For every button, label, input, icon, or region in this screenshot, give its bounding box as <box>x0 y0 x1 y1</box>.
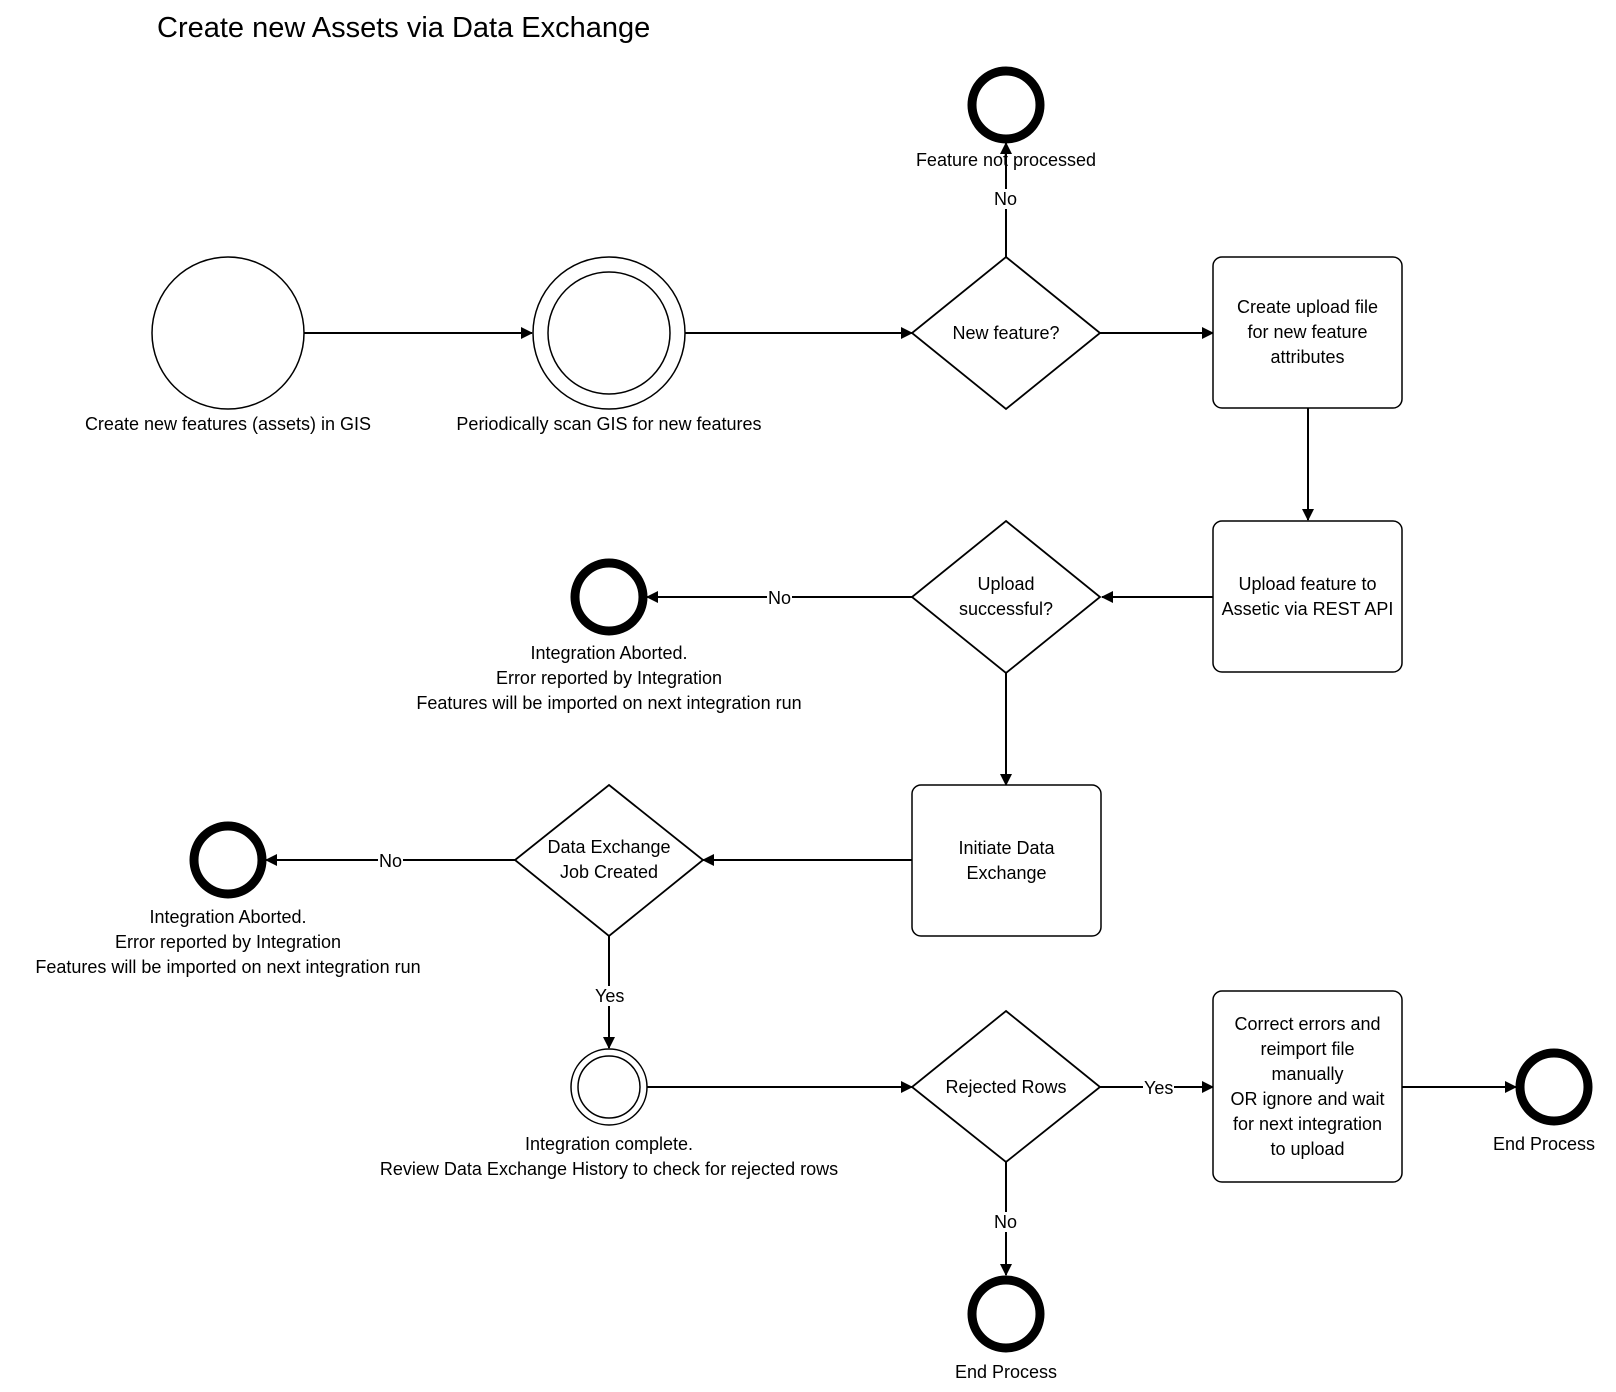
end-event-bottom <box>967 1275 1045 1353</box>
label-end-right: End Process <box>1492 1134 1596 1154</box>
label-not-processed: Feature not processed <box>915 150 1097 170</box>
label-end-bottom: End Process <box>954 1362 1058 1382</box>
edge-label-no-not-processed: No <box>993 189 1019 209</box>
label-abort1: Integration Aborted. Error reported by I… <box>416 642 802 713</box>
task-create-upload <box>1212 256 1403 409</box>
start-event <box>151 256 305 410</box>
edge-label-no-rejected: No <box>993 1212 1019 1232</box>
label-upload-feature: Upload feature to Assetic via REST API <box>1221 573 1394 619</box>
label-upload-successful: Upload successful? <box>958 574 1054 619</box>
task-initiate <box>911 784 1102 937</box>
edge-label-no-job: No <box>378 851 404 871</box>
intermediate-event-scan <box>532 256 686 410</box>
label-scan-gis: Periodically scan GIS for new features <box>456 414 762 434</box>
label-start-gis: Create new features (assets) in GIS <box>84 414 372 434</box>
edge-label-no-upload: No <box>767 588 793 608</box>
end-event-not-processed <box>967 66 1045 144</box>
label-new-feature: New feature? <box>952 322 1060 343</box>
end-event-right <box>1515 1048 1593 1126</box>
decision-new-feature <box>910 255 1102 411</box>
page-title: Create new Assets via Data Exchange <box>157 12 651 44</box>
label-abort2: Integration Aborted. Error reported by I… <box>35 906 421 977</box>
label-correct-errors: Correct errors and reimport file manuall… <box>1230 1013 1385 1159</box>
task-correct-errors <box>1212 990 1403 1183</box>
end-event-abort2 <box>189 821 267 899</box>
edge-label-yes-rejected: Yes <box>1143 1078 1175 1098</box>
decision-job-created <box>513 783 705 938</box>
end-event-abort1 <box>570 558 648 636</box>
label-job-created: Data Exchange Job Created <box>547 837 671 882</box>
label-complete: Integration complete. Review Data Exchan… <box>379 1133 839 1179</box>
task-upload-feature <box>1212 520 1403 673</box>
decision-upload-successful <box>910 519 1102 675</box>
label-rejected-rows: Rejected Rows <box>945 1076 1067 1097</box>
label-create-upload: Create upload file for new feature attri… <box>1236 297 1379 367</box>
label-initiate: Initiate Data Exchange <box>958 837 1055 883</box>
decision-rejected-rows <box>910 1009 1102 1164</box>
intermediate-event-complete <box>570 1048 648 1126</box>
edge-label-yes-job: Yes <box>594 986 626 1006</box>
